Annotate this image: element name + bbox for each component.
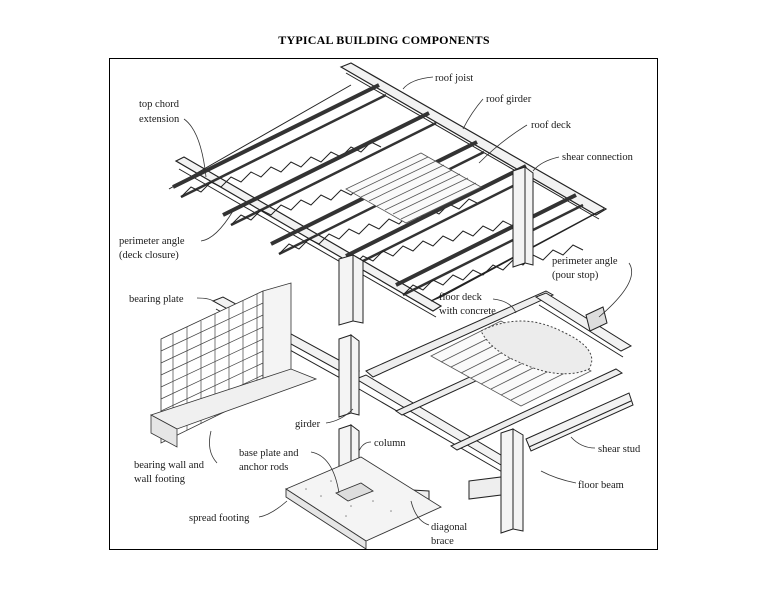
label-base-plate-line2: anchor rods — [239, 462, 288, 473]
label-roof-girder: roof girder — [486, 94, 532, 105]
leader-lines — [183, 76, 633, 526]
label-bearing-plate: bearing plate — [129, 294, 184, 305]
label-girder: girder — [295, 419, 321, 430]
label-floor-deck-line1: floor deck — [439, 292, 483, 303]
label-diagonal-brace-line1: diagonal — [431, 522, 467, 533]
label-floor-deck-line2: with concrete — [439, 306, 496, 317]
bearing-wall — [149, 282, 318, 448]
label-roof-joist: roof joist — [435, 73, 473, 84]
building-components-illustration: roof joist roof girder top chord extensi… — [119, 62, 641, 549]
label-perimeter-angle-pour-line2: (pour stop) — [552, 270, 599, 281]
label-perimeter-angle-pour-line1: perimeter angle — [552, 256, 618, 267]
label-roof-deck: roof deck — [531, 120, 572, 131]
roof-deck-patch — [345, 152, 482, 224]
label-shear-stud: shear stud — [598, 444, 641, 455]
roof-framing — [168, 62, 608, 326]
diagram-frame: roof joist roof girder top chord extensi… — [109, 58, 658, 550]
label-diagonal-brace-line2: brace — [431, 536, 454, 547]
spread-footing — [285, 456, 442, 549]
label-top-chord-line2: extension — [139, 114, 180, 125]
label-top-chord-line1: top chord — [139, 99, 180, 110]
label-floor-beam: floor beam — [578, 480, 624, 491]
label-base-plate-line1: base plate and — [239, 448, 299, 459]
label-bearing-wall-line1: bearing wall and — [134, 460, 205, 471]
label-spread-footing: spread footing — [189, 513, 250, 524]
label-shear-connection: shear connection — [562, 152, 634, 163]
component-labels: roof joist roof girder top chord extensi… — [119, 73, 641, 547]
label-bearing-wall-line2: wall footing — [134, 474, 186, 485]
label-column: column — [374, 438, 406, 449]
concrete-slab — [480, 320, 593, 375]
diagram-title: TYPICAL BUILDING COMPONENTS — [278, 33, 490, 47]
label-perimeter-angle-deck-line2: (deck closure) — [119, 250, 179, 261]
label-perimeter-angle-deck-line1: perimeter angle — [119, 236, 185, 247]
